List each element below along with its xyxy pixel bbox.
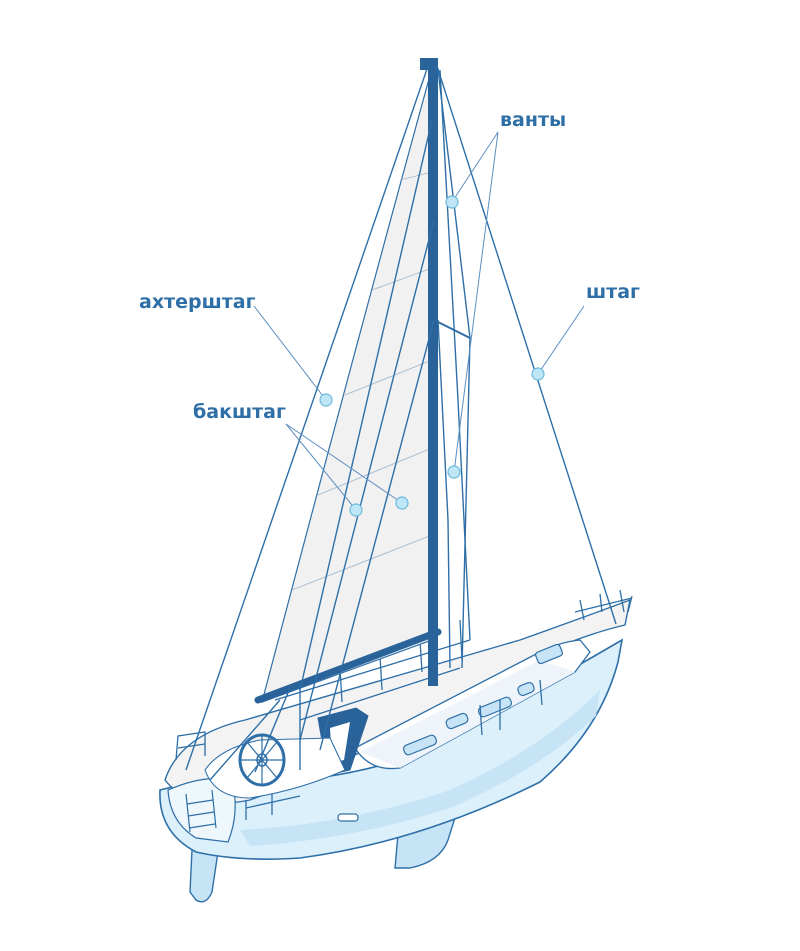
marker-vanty-upper bbox=[445, 195, 459, 209]
leader-ahtershtag bbox=[253, 305, 327, 401]
porthole bbox=[517, 681, 535, 697]
porthole bbox=[402, 734, 438, 756]
leader-shtag bbox=[537, 305, 585, 375]
boom bbox=[254, 628, 442, 704]
mainsail bbox=[261, 67, 433, 703]
porthole bbox=[477, 696, 513, 718]
leader-vanty-1 bbox=[451, 131, 499, 203]
shroud-upper bbox=[437, 69, 471, 669]
halyard bbox=[299, 119, 433, 691]
hatch bbox=[535, 643, 563, 665]
marker-bakshtag-2 bbox=[395, 496, 409, 510]
masthead bbox=[420, 58, 438, 70]
marker-shtag bbox=[531, 367, 545, 381]
hull-shadow bbox=[240, 690, 600, 846]
running-backstay-1 bbox=[299, 219, 435, 741]
label-shtag: штаг bbox=[586, 281, 640, 303]
label-bakshtag: бакштаг bbox=[193, 401, 286, 423]
leader-bakshtag-1 bbox=[285, 423, 357, 511]
running-backstay-2 bbox=[319, 319, 435, 751]
backstay bbox=[185, 65, 429, 771]
forestay bbox=[436, 65, 617, 625]
marker-ahtershtag bbox=[319, 393, 333, 407]
shroud-inner bbox=[439, 69, 471, 641]
steering-wheel bbox=[238, 733, 286, 787]
portholes bbox=[402, 643, 563, 756]
sail-battens bbox=[291, 171, 433, 591]
rigging bbox=[185, 65, 617, 781]
transom bbox=[167, 777, 236, 843]
hull-porthole bbox=[337, 813, 359, 822]
marker-bakshtag-1 bbox=[349, 503, 363, 517]
rudder bbox=[189, 849, 219, 903]
mainsheet bbox=[209, 685, 301, 781]
shroud-lower bbox=[437, 319, 451, 669]
marker-vanty-lower bbox=[447, 465, 461, 479]
leader-vanty-2 bbox=[453, 131, 499, 473]
swim-ladder bbox=[185, 789, 217, 833]
label-ahtershtag: ахтерштаг bbox=[139, 291, 256, 313]
leader-bakshtag-2 bbox=[285, 423, 403, 504]
porthole bbox=[445, 712, 469, 730]
mainsail-group bbox=[261, 67, 433, 703]
mast bbox=[428, 64, 438, 686]
markers bbox=[319, 195, 545, 517]
hull-group bbox=[159, 589, 633, 860]
label-vanty: ванты bbox=[500, 109, 567, 131]
leader-lines bbox=[253, 131, 585, 511]
